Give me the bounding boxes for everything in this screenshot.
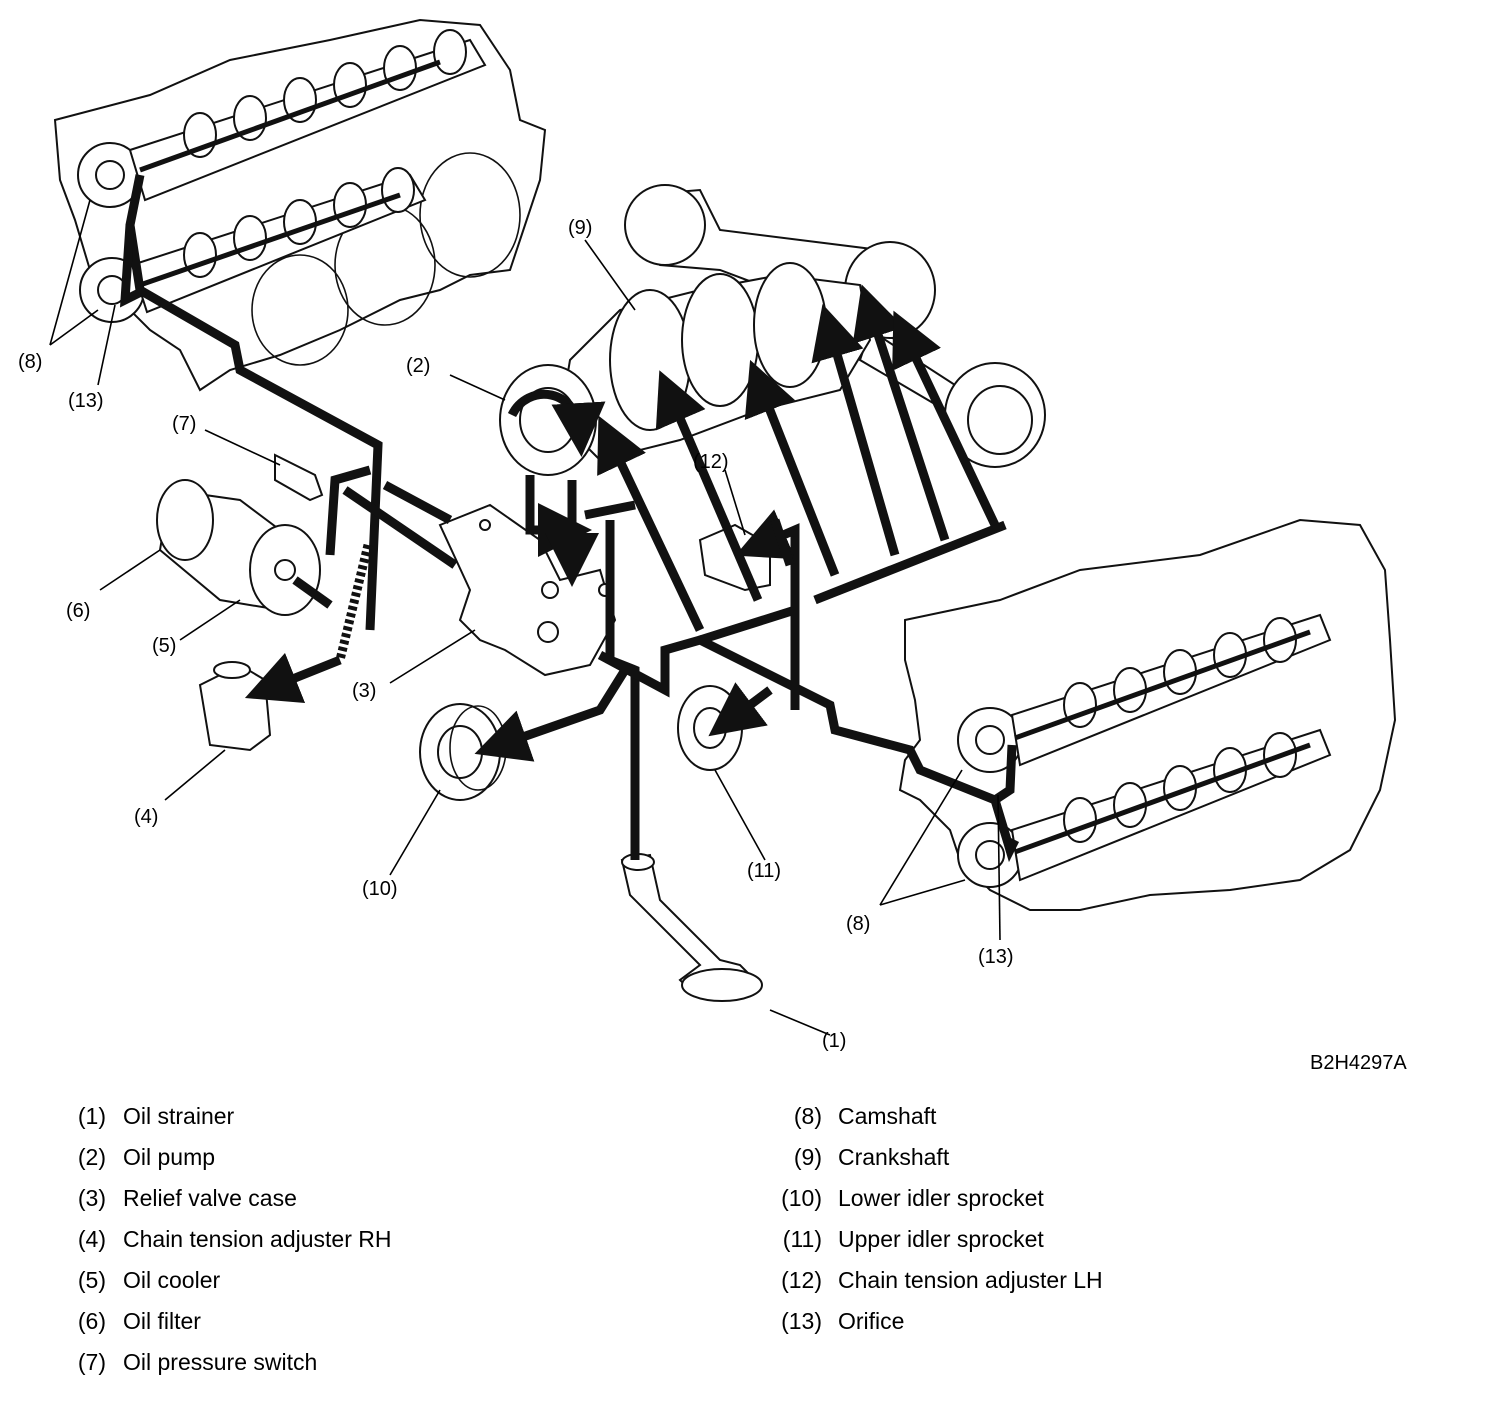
leader-lines [49, 199, 1001, 1036]
legend-left-column: (1) Oil strainer (2) Oil pump (3) Relief va… [72, 1096, 392, 1383]
legend-label: Oil strainer [123, 1103, 235, 1129]
callout-oil-pressure-switch: (7) [172, 413, 196, 435]
legend-number: (8) [793, 1103, 822, 1129]
legend-label: Oil pump [123, 1144, 216, 1170]
left-upper-camshaft [77, 29, 487, 208]
legend-number: (3) [77, 1185, 106, 1211]
legend-item: (4) Chain tension adjuster RH [72, 1219, 392, 1260]
oil-pressure-switch [274, 453, 324, 502]
legend-number: (9) [793, 1144, 822, 1170]
figure-code: B2H4297A [1310, 1052, 1407, 1074]
callout-chain-tension-adjuster-lh: (12) [693, 451, 729, 473]
legend-item: (5) Oil cooler [72, 1260, 391, 1301]
legend-label: Oil cooler [123, 1267, 221, 1293]
callout-camshaft-left: (8) [18, 351, 42, 373]
callout-oil-cooler: (5) [152, 635, 176, 657]
legend-item: (2) Oil pump [72, 1137, 391, 1178]
right-upper-camshaft [957, 613, 1332, 773]
callout-lower-idler-sprocket: (10) [362, 878, 398, 900]
callout-chain-tension-adjuster-rh: (4) [134, 806, 158, 828]
right-lower-camshaft [957, 728, 1332, 888]
callout-oil-pump: (2) [406, 355, 430, 377]
legend-number: (2) [77, 1144, 106, 1170]
legend-label: Lower idler sprocket [838, 1185, 1044, 1211]
oil-flow-lines [119, 174, 1020, 863]
cylinder-bore [251, 254, 349, 366]
upper-idler-sprocket [677, 685, 743, 771]
legend-item: (6) Oil filter [72, 1301, 391, 1342]
legend-label: Crankshaft [838, 1144, 950, 1170]
legend-right-column: (8) Camshaft (9) Crankshaft (10) Lower idle… [774, 1096, 1103, 1342]
callout-camshaft-right: (8) [846, 913, 870, 935]
legend-label: Relief valve case [123, 1185, 297, 1211]
legend-label: Oil pressure switch [123, 1349, 318, 1375]
callout-oil-strainer: (1) [822, 1030, 846, 1052]
crankshaft-assembly [558, 184, 1046, 468]
oil-cooler [249, 524, 321, 616]
chain-tension-adjuster-rh [198, 661, 272, 752]
legend-item: (1) Oil strainer [72, 1096, 391, 1137]
lower-idler-sprocket [419, 703, 507, 801]
legend-item: (3) Relief valve case [72, 1178, 391, 1219]
legend-item: (12) Chain tension adjuster LH [774, 1260, 1103, 1301]
right-cylinder-head [898, 518, 1397, 911]
legend-item: (10) Lower idler sprocket [774, 1178, 1103, 1219]
legend-number: (11) [782, 1226, 822, 1252]
oil-pump [499, 364, 606, 476]
legend-number: (1) [77, 1103, 106, 1129]
legend-number: (12) [781, 1267, 822, 1293]
oil-strainer [620, 853, 763, 1002]
legend-label: Orifice [838, 1308, 905, 1334]
legend-label: Chain tension adjuster RH [123, 1226, 392, 1252]
legend-item: (9) Crankshaft [774, 1137, 1103, 1178]
callout-relief-valve-case: (3) [352, 680, 376, 702]
legend-item: (7) Oil pressure switch [72, 1342, 391, 1383]
callout-orifice-right: (13) [978, 946, 1014, 968]
relief-valve-case [438, 503, 617, 677]
legend-label: Upper idler sprocket [838, 1226, 1044, 1252]
callout-crankshaft: (9) [568, 217, 592, 239]
left-lower-camshaft [79, 167, 427, 323]
legend-label: Oil filter [123, 1308, 201, 1334]
legend-number: (4) [77, 1226, 106, 1252]
callout-orifice-left: (13) [68, 390, 104, 412]
legend-label: Chain tension adjuster LH [838, 1267, 1103, 1293]
legend-number: (13) [781, 1308, 822, 1334]
legend-label: Camshaft [838, 1103, 937, 1129]
callout-upper-idler-sprocket: (11) [747, 860, 781, 882]
legend-number: (5) [77, 1267, 106, 1293]
legend-item: (11) Upper idler sprocket [774, 1219, 1103, 1260]
legend-item: (8) Camshaft [774, 1096, 1103, 1137]
callout-labels: (1) (2) (3) (4) (5) (6) (7) (8) (9) (10)… [18, 217, 1407, 1074]
cylinder-bore [419, 152, 521, 278]
legend-number: (6) [77, 1308, 106, 1334]
legend-item: (13) Orifice [774, 1301, 1103, 1342]
legend-number: (10) [781, 1185, 822, 1211]
callout-oil-filter: (6) [66, 600, 90, 622]
legend-number: (7) [77, 1349, 106, 1375]
